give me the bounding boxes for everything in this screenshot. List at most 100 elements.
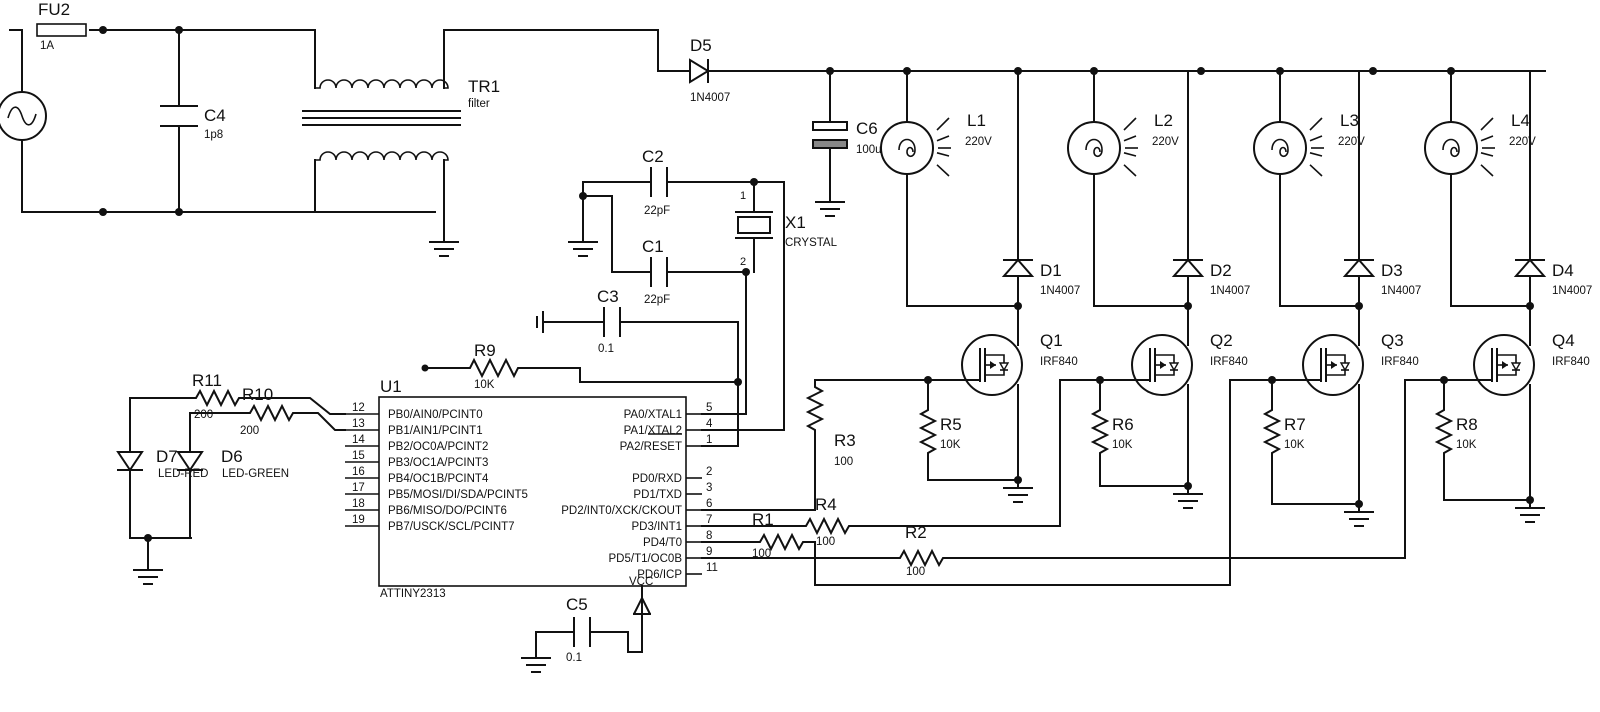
c1-ref: C1 [642, 237, 664, 256]
lamp-value: 220V [965, 136, 992, 148]
diode-ref: D3 [1381, 261, 1403, 280]
mcu-pin-name: PB5/MOSI/DI/SDA/PCINT5 [388, 489, 528, 501]
mcu-pin-name: PA2/RESET [620, 441, 682, 453]
d7-ref: D7 [156, 447, 178, 466]
lamp-icon [1253, 70, 1360, 307]
fuse-fu2: FU2 1A [36, 0, 87, 52]
mosfet-ref: Q1 [1040, 331, 1063, 350]
diode-value: 1N4007 [1040, 285, 1080, 297]
mcu-pin-name: PB0/AIN0/PCINT0 [388, 409, 483, 421]
mcu-pin-number: 4 [706, 418, 713, 430]
r3-ref: R3 [834, 431, 856, 450]
mcu-pin-number: 7 [706, 514, 712, 526]
mcu-pin-name: PA1/XTAL2 [624, 425, 682, 437]
lamp-ref: L1 [967, 111, 986, 130]
resistor-r10: R10 200 [189, 385, 346, 437]
r9-value: 10K [474, 379, 495, 391]
resistor-icon [1262, 379, 1363, 508]
mcu-pin-name: PD1/TXD [633, 489, 682, 501]
mcu-pin-name: PD6/ICP [637, 569, 682, 581]
r4-value: 100 [816, 536, 835, 548]
mcu-pin-name: PB7/USCK/SCL/PCINT7 [388, 521, 515, 533]
ground-icon [1344, 511, 1374, 527]
c2-value: 22pF [644, 205, 670, 217]
capacitor-c1: C1 22pF [642, 237, 670, 306]
ground-icon [815, 201, 845, 217]
diode-ref: D1 [1040, 261, 1062, 280]
mcu-pin-number: 9 [706, 546, 712, 558]
lamp-icon [1067, 70, 1189, 307]
ground-icon [1003, 487, 1033, 503]
r10-ref: R10 [242, 385, 273, 404]
r11-ref: R11 [192, 371, 222, 390]
lamp-value: 220V [1338, 136, 1365, 148]
transformer-tr1: TR1 filter [302, 29, 691, 241]
c5-value: 0.1 [566, 652, 582, 664]
diode-icon [1513, 70, 1547, 335]
resistor-value: 10K [1284, 439, 1305, 451]
c4-value: 1p8 [204, 129, 223, 141]
mcu-pin-name: PA0/XTAL1 [624, 409, 682, 421]
resistor-ref: R7 [1284, 415, 1306, 434]
diode-value: 1N4007 [1210, 285, 1250, 297]
capacitor-c2: C2 22pF [642, 147, 670, 217]
diode-ref: D4 [1552, 261, 1574, 280]
led-ground [133, 534, 163, 585]
u1-part: ATTINY2313 [380, 588, 446, 600]
ac-source-icon [0, 91, 47, 141]
lamp-ref: L3 [1340, 111, 1359, 130]
resistor-r1: R1 100 [701, 379, 1273, 586]
mcu-pin-name: PB3/OC1A/PCINT3 [388, 457, 488, 469]
capacitor-c3: C3 0.1 [536, 287, 739, 383]
mosfet-value: IRF840 [1381, 356, 1419, 368]
mcu-pin-number: 15 [352, 450, 365, 462]
mosfet-ref: Q3 [1381, 331, 1404, 350]
x1-ref: X1 [785, 213, 806, 232]
resistor-ref: R8 [1456, 415, 1478, 434]
mosfet-icon [1096, 333, 1193, 495]
resistor-icon [918, 379, 1022, 484]
mcu-pin-number: 16 [352, 466, 365, 478]
d5-ref: D5 [690, 36, 712, 55]
resistor-value: 10K [1456, 439, 1477, 451]
mcu-pin-number: 1 [706, 434, 712, 446]
ground-icon [429, 241, 459, 257]
mcu-pin-number: 3 [706, 482, 712, 494]
r11-value: 200 [194, 409, 213, 421]
mcu-pin-name: PB4/OC1B/PCINT4 [388, 473, 489, 485]
mcu-pin-number: 12 [352, 402, 365, 414]
mosfet-icon [1268, 333, 1364, 513]
capacitor-c4: C4 1p8 [160, 105, 226, 141]
resistor-r9: R9 10K [421, 341, 742, 447]
resistor-ref: R6 [1112, 415, 1134, 434]
mosfet-value: IRF840 [1040, 356, 1078, 368]
u1-vcc: VCC [629, 576, 653, 588]
resistor-icon [1090, 379, 1192, 490]
mcu-pin-number: 19 [352, 514, 365, 526]
resistor-icon [1434, 379, 1534, 504]
resistor-r3: R3 100 [701, 379, 929, 511]
diode-icon [1342, 70, 1376, 335]
resistor-value: 10K [940, 439, 961, 451]
tr1-ref: TR1 [468, 77, 500, 96]
mcu-pin-name: PD5/T1/OC0B [609, 553, 683, 565]
mcu-pin-name: PD2/INT0/XCK/CKOUT [561, 505, 682, 517]
mosfet-ref: Q2 [1210, 331, 1233, 350]
r2-ref: R2 [905, 523, 927, 542]
ground-icon [1173, 493, 1203, 509]
mcu-pin-name: PD4/T0 [643, 537, 682, 549]
mcu-u1: U1 ATTINY2313 VCC 12PB0/AIN0/PCINT013PB1… [345, 377, 718, 653]
d6-value: LED-GREEN [222, 468, 289, 480]
mcu-pin-name: PB1/AIN1/PCINT1 [388, 425, 483, 437]
c4-ref: C4 [204, 106, 226, 125]
mosfet-value: IRF840 [1210, 356, 1248, 368]
capacitor-c5: C5 0.1 [535, 595, 643, 664]
mcu-pin-number: 5 [706, 402, 712, 414]
r4-ref: R4 [815, 495, 837, 514]
r2-value: 100 [906, 566, 925, 578]
diode-ref: D2 [1210, 261, 1232, 280]
ground-icon [521, 657, 551, 673]
mosfet-icon [924, 333, 1023, 489]
